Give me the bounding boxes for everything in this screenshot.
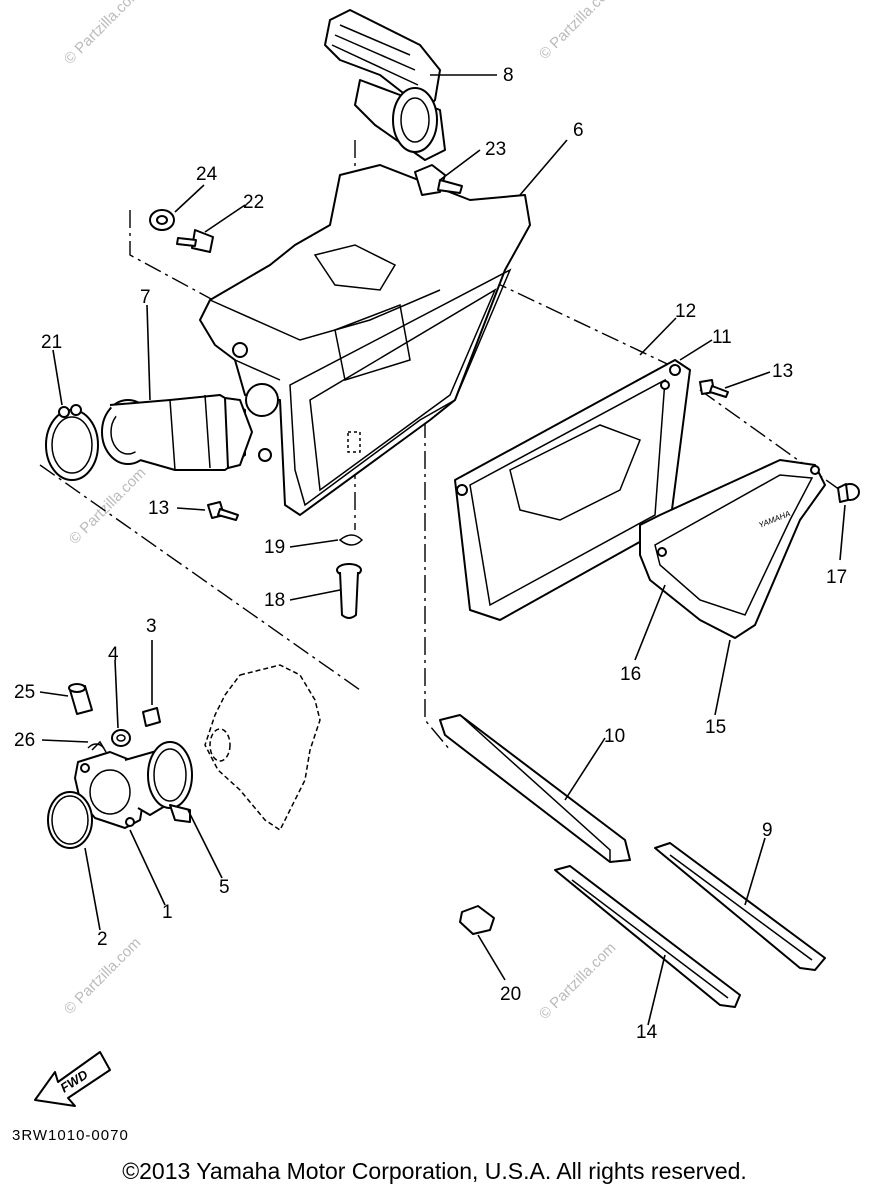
callout-22: 22 [243, 192, 264, 213]
callout-26: 26 [14, 730, 35, 751]
screw-13-left [207, 501, 239, 521]
callout-2: 2 [97, 929, 108, 950]
watermark: © Partzilla.com [61, 0, 144, 68]
callout-11: 11 [712, 327, 732, 348]
watermark: © Partzilla.com [536, 939, 619, 1022]
air-box [199, 164, 531, 516]
damper-20 [459, 905, 495, 935]
callout-8: 8 [503, 65, 514, 86]
air-filter-element [439, 714, 631, 863]
element-guide-9 [654, 842, 826, 971]
callout-24: 24 [196, 164, 218, 185]
clamp-5 [147, 741, 193, 823]
bolt-22 [176, 229, 214, 253]
fwd-arrow-icon: FWD [34, 1051, 111, 1107]
callout-18: 18 [264, 590, 285, 611]
callout-13: 13 [772, 361, 793, 382]
callout-17: 17 [826, 567, 847, 588]
callout-5: 5 [219, 877, 230, 898]
bolt-17 [837, 483, 860, 503]
watermark: © Partzilla.com [536, 0, 619, 63]
clip-19 [338, 534, 364, 546]
bolt-23 [414, 164, 463, 196]
callout-23: 23 [485, 139, 506, 160]
callout-9: 9 [762, 820, 773, 841]
clamp-21 [45, 404, 99, 481]
callout-25: 25 [14, 682, 35, 703]
o-ring-2 [47, 791, 93, 849]
leader-lines [39, 74, 846, 1026]
washer-24 [149, 209, 175, 231]
copyright-notice: ©2013 Yamaha Motor Corporation, U.S.A. A… [122, 1158, 747, 1184]
carburetor-outline [204, 664, 321, 832]
bolt-3 [142, 707, 161, 727]
air-box-joint [101, 394, 253, 471]
callout-21: 21 [41, 332, 62, 353]
cap-25 [68, 683, 93, 715]
callout-7: 7 [140, 287, 151, 308]
drain-pipe-18 [336, 563, 362, 619]
callout-16: 16 [620, 664, 641, 685]
washer-4 [111, 729, 131, 747]
callout-6: 6 [573, 120, 584, 141]
intake-boot [324, 9, 446, 161]
callout-4: 4 [108, 644, 119, 665]
callouts: 8 6 23 24 22 7 21 12 11 13 13 17 19 18 1… [14, 65, 847, 1043]
callout-12: 12 [675, 301, 696, 322]
element-guide-14 [554, 865, 741, 1008]
callout-15: 15 [705, 717, 726, 738]
callout-14: 14 [636, 1022, 658, 1043]
air-box-cover: YAMAHA [639, 459, 826, 639]
callout-10: 10 [604, 726, 625, 747]
callout-20: 20 [500, 984, 521, 1005]
screw-13-right [699, 379, 729, 398]
callout-19: 19 [264, 537, 285, 558]
diagram-code: 3RW1010-0070 [12, 1127, 129, 1144]
callout-1: 1 [162, 902, 173, 923]
callout-3: 3 [146, 616, 157, 637]
callout-13: 13 [148, 498, 169, 519]
